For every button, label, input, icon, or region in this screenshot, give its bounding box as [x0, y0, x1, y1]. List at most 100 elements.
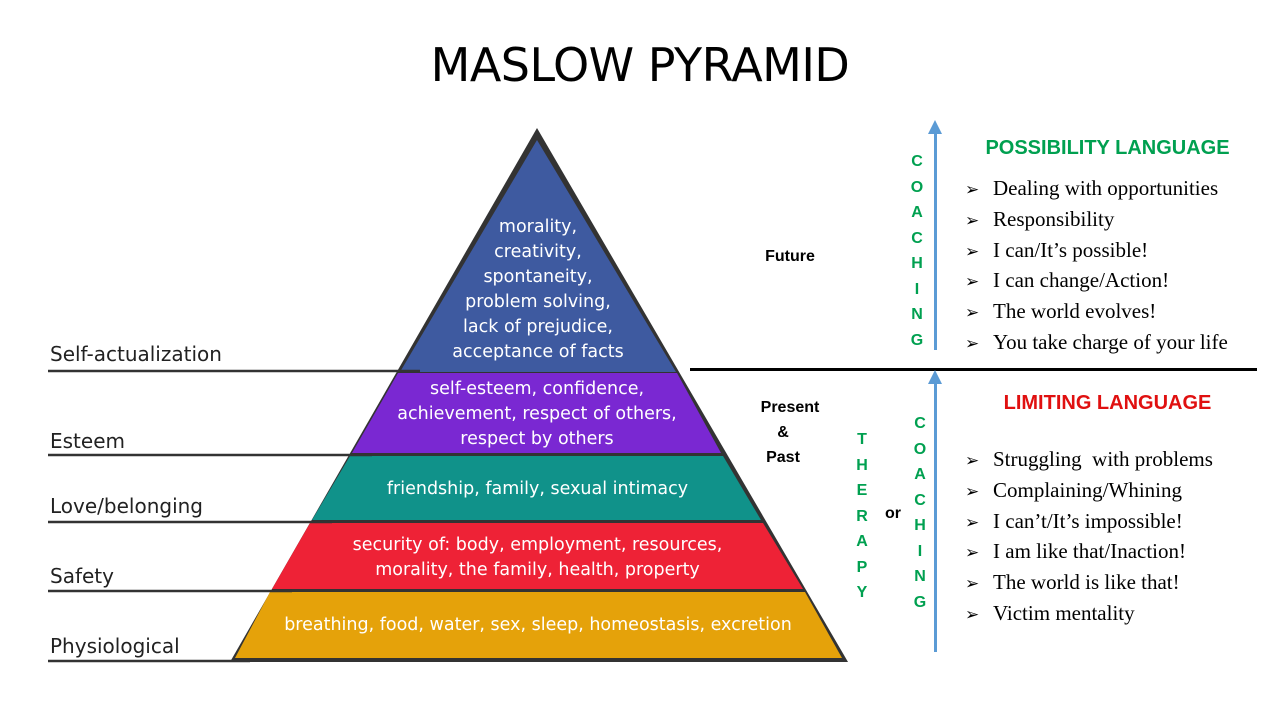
band-line: morality, [498, 217, 578, 237]
list-item: ➢I can change/Action! [965, 266, 1228, 297]
list-item-text: I am like that/Inaction! [993, 539, 1187, 564]
arrow-bullet-icon: ➢ [965, 333, 980, 353]
list-item-text: I can/It’s possible! [993, 237, 1149, 262]
future-present-divider [690, 368, 1257, 371]
letter: P [856, 558, 868, 576]
list-item-text: Victim mentality [993, 600, 1135, 625]
list-item-text: Complaining/Whining [993, 477, 1182, 502]
arrow-bullet-icon: ➢ [965, 210, 980, 230]
letter: C [911, 229, 923, 247]
band-text-safety: security of: body, employment, resources… [285, 533, 790, 583]
arrow-bullet-icon: ➢ [965, 180, 980, 199]
letter: H [856, 456, 868, 474]
letter: E [856, 482, 868, 499]
band-text-love-belonging: friendship, family, sexual intimacy [320, 477, 755, 502]
letter: O [913, 440, 927, 458]
time-amp: & [777, 424, 789, 441]
limiting-list: ➢ Struggling with problems ➢ Complaining/W… [965, 445, 1213, 630]
arrow-bullet-icon: ➢ [965, 481, 980, 501]
letter: A [911, 204, 923, 221]
upper-arrow-line [934, 130, 937, 350]
upper-arrow-head-icon [928, 120, 942, 134]
band-line: achievement, respect of others, [397, 404, 677, 424]
letter: O [910, 178, 924, 196]
letter: Y [856, 584, 868, 601]
level-label-self-actualization: Self-actualization [50, 342, 222, 366]
band-line: morality, the family, health, property [375, 560, 700, 580]
list-item-text: Struggling with problems [993, 447, 1213, 471]
letter: H [911, 255, 923, 272]
band-text-self-actualization: morality, creativity, spontaneity, probl… [420, 215, 656, 365]
list-item: ➢ Complaining/Whining [965, 476, 1213, 507]
level-label-safety: Safety [50, 564, 114, 588]
band-text-physiological: breathing, food, water, sex, sleep, home… [248, 613, 828, 638]
band-line: acceptance of facts [452, 342, 624, 362]
band-safety [272, 523, 803, 589]
letter: C [911, 153, 923, 170]
band-line: self-esteem, confidence, [429, 379, 645, 399]
list-item: ➢Responsibility [965, 205, 1228, 236]
band-line: friendship, family, sexual intimacy [386, 479, 689, 499]
arrow-bullet-icon: ➢ [965, 241, 980, 261]
arrow-bullet-icon: ➢ [965, 543, 980, 563]
band-esteem [352, 373, 721, 453]
list-item: ➢ I can/It’s possible! [965, 236, 1228, 267]
band-line: problem solving, [465, 292, 611, 312]
letter: H [914, 517, 926, 534]
list-item: ➢ I am like that/Inaction! [965, 537, 1213, 568]
band-line: lack of prejudice, [463, 317, 613, 337]
letter: G [910, 331, 924, 349]
list-item: ➢ Victim mentality [965, 599, 1213, 630]
list-item: ➢ I can’t/It’s impossible! [965, 507, 1213, 538]
time-future: Future [765, 248, 815, 265]
coaching-vertical-lower: C O A C H I N G [910, 411, 930, 615]
band-line: respect by others [460, 429, 614, 449]
letter: A [856, 533, 868, 550]
level-label-love-belonging: Love/belonging [50, 494, 203, 518]
arrow-bullet-icon: ➢ [965, 303, 980, 323]
letter: N [911, 306, 923, 323]
letter: C [914, 491, 926, 509]
letter: I [917, 542, 923, 560]
arrow-bullet-icon: ➢ [965, 574, 980, 594]
therapy-vertical: T H E R A P Y [852, 427, 872, 606]
letter: I [914, 280, 920, 298]
list-item-text: I can’t/It’s impossible! [993, 508, 1183, 533]
letter: G [913, 593, 927, 611]
arrow-bullet-icon: ➢ [965, 512, 980, 532]
limiting-heading: LIMITING LANGUAGE [1003, 392, 1212, 414]
band-love-belonging [312, 456, 761, 520]
lower-arrow-head-icon [928, 370, 942, 384]
letter: C [914, 415, 926, 432]
letter: R [856, 507, 868, 525]
arrow-bullet-icon: ➢ [965, 272, 980, 292]
list-item: ➢The world is like that! [965, 568, 1213, 599]
band-self-actualization [400, 140, 676, 372]
list-item: ➢ The world evolves! [965, 297, 1228, 328]
time-present: Present [760, 399, 820, 416]
letter: T [857, 431, 867, 448]
or-label: or [885, 505, 901, 522]
band-text-esteem: self-esteem, confidence, achievement, re… [372, 377, 702, 452]
list-item-text: The world evolves! [993, 299, 1157, 324]
band-physiological [235, 592, 842, 658]
list-item: ➢ You take charge of your life [965, 328, 1228, 359]
coaching-vertical-upper: C O A C H I N G [907, 149, 927, 353]
band-line: spontaneity, [483, 267, 593, 287]
arrow-bullet-icon: ➢ [965, 451, 980, 470]
time-past: Past [766, 449, 800, 466]
band-line: breathing, food, water, sex, sleep, home… [284, 615, 792, 635]
list-item-text: You take charge of your life [993, 329, 1228, 354]
letter: A [914, 466, 926, 483]
band-line: creativity, [494, 242, 582, 262]
time-present-past: Present & Past [748, 395, 832, 470]
level-label-esteem: Esteem [50, 429, 125, 453]
level-label-physiological: Physiological [50, 634, 180, 658]
arrow-bullet-icon: ➢ [965, 604, 980, 624]
list-item: ➢ Struggling with problems [965, 445, 1213, 476]
possibility-heading: POSSIBILITY LANGUAGE [985, 137, 1230, 159]
page-title: MASLOW PYRAMID [430, 38, 850, 92]
list-item: ➢Dealing with opportunities [965, 174, 1228, 205]
lower-arrow-line [934, 380, 937, 652]
